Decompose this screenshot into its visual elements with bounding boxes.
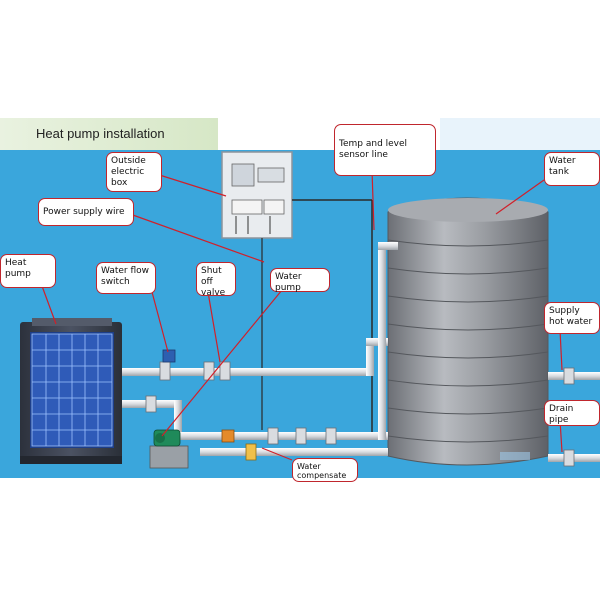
- label-temp-level-sensor-line: Temp and level sensor line: [334, 124, 436, 176]
- label-drain-pipe: Drain pipe: [544, 400, 600, 426]
- valves: [145, 361, 575, 467]
- label-water-pump: Water pump: [270, 268, 330, 293]
- label-outside-electric-box: Outside electric box: [106, 152, 162, 192]
- label-power-supply-wire: Power supply wire: [38, 198, 134, 226]
- label-shut-off-valve: Shut off valve: [196, 262, 236, 298]
- title-bar: [0, 118, 218, 150]
- top-right-white-band: [440, 118, 600, 150]
- label-water-compensate: Water compensate: [292, 458, 358, 482]
- water-pump: [149, 429, 189, 469]
- label-heat-pump: Heat pump: [0, 254, 56, 288]
- leader-lines: [41, 169, 563, 461]
- label-supply-hot-water: Supply hot water: [544, 302, 600, 334]
- compensate-valve: [245, 443, 257, 461]
- water-flow-switch-body: [162, 349, 176, 363]
- water-tank: [387, 197, 549, 466]
- electric-box: [221, 151, 293, 239]
- diagram-title: Heat pump installation: [36, 126, 165, 141]
- label-water-tank: Water tank: [544, 152, 600, 186]
- heat-pump-unit: [20, 318, 122, 464]
- watermark-smudge: [500, 452, 530, 460]
- orange-fitting: [221, 429, 235, 443]
- solar-grid: [31, 333, 113, 447]
- label-water-flow-switch: Water flow switch: [96, 262, 156, 294]
